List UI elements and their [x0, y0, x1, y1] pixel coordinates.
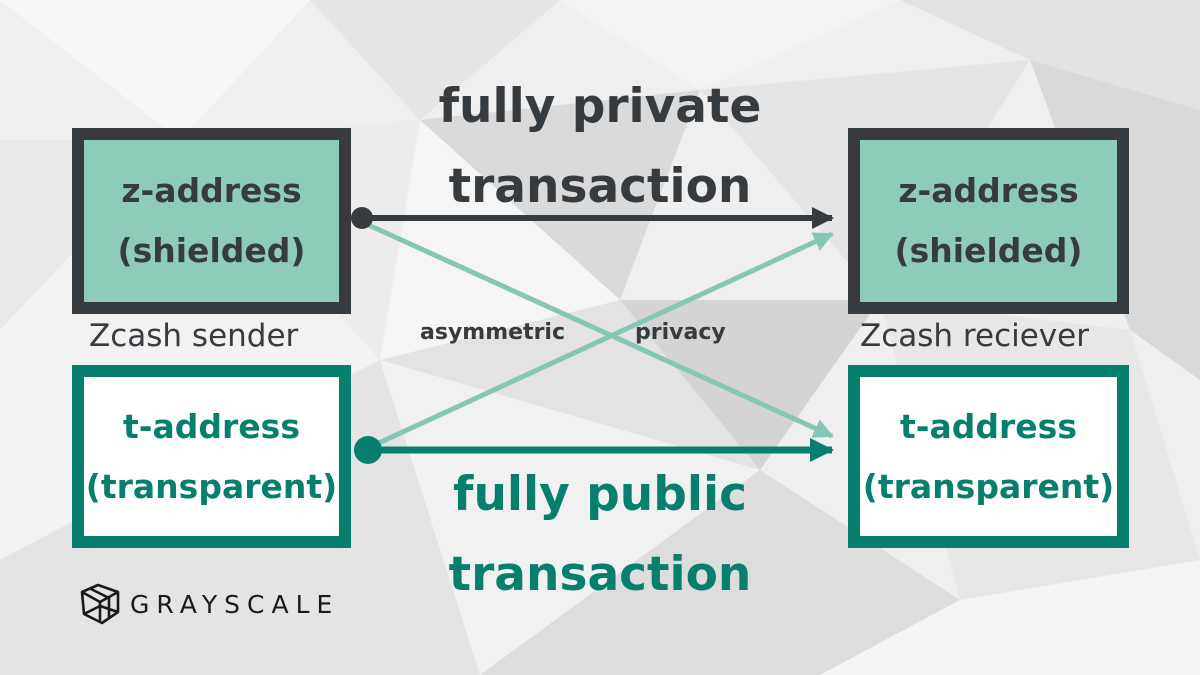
receiver-z-address-box: z-address (shielded)	[848, 128, 1129, 314]
sender-z-address-label: z-address	[121, 171, 302, 210]
public-transaction-title: fully public transaction	[380, 455, 820, 615]
sender-z-address-type: (shielded)	[117, 231, 306, 270]
receiver-t-address-type: (transparent)	[862, 466, 1115, 506]
private-title-line-1: fully private	[438, 79, 762, 134]
cross-arrow-z-to-t	[360, 219, 834, 439]
grayscale-logo-text: GRAYSCALE	[130, 589, 340, 619]
public-title-line-2: transaction	[448, 547, 752, 602]
public-arrow-origin-dot	[354, 436, 382, 464]
private-transaction-title: fully private transaction	[380, 67, 820, 227]
private-title-line-2: transaction	[448, 159, 752, 214]
sender-z-address-box: z-address (shielded)	[72, 128, 351, 314]
receiver-t-address-label: t-address	[900, 406, 1077, 446]
receiver-z-address-label: z-address	[898, 171, 1079, 210]
asymmetric-label: asymmetric	[420, 320, 565, 345]
receiver-label: Zcash reciever	[860, 318, 1089, 354]
public-title-line-1: fully public	[453, 467, 747, 522]
sender-t-address-label: t-address	[123, 406, 300, 446]
grayscale-logo-icon	[80, 583, 120, 625]
private-arrow-origin-dot	[351, 207, 373, 229]
receiver-t-address-box: t-address (transparent)	[848, 365, 1129, 548]
sender-t-address-type: (transparent)	[85, 466, 338, 506]
receiver-z-address-type: (shielded)	[894, 231, 1083, 270]
privacy-label: privacy	[635, 320, 726, 345]
sender-t-address-box: t-address (transparent)	[72, 365, 351, 548]
cross-arrow-t-to-z	[366, 231, 834, 451]
grayscale-logo: GRAYSCALE	[78, 582, 339, 626]
sender-label: Zcash sender	[89, 318, 299, 354]
